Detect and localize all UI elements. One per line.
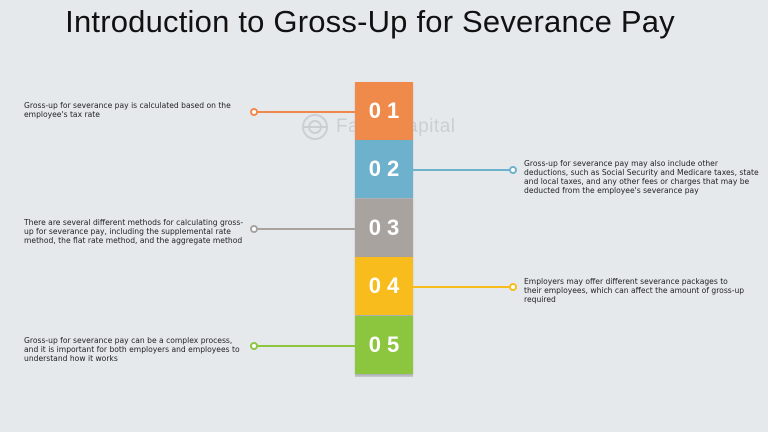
step-2-connector (413, 169, 513, 171)
step-3-block: 03 (355, 199, 413, 260)
step-5-text: Gross-up for severance pay can be a comp… (24, 336, 240, 363)
logo-icon (302, 114, 328, 140)
step-4-connector (413, 286, 513, 288)
page-title: Introduction to Gross-Up for Severance P… (65, 4, 675, 39)
step-4-text: Employers may offer different severance … (524, 277, 745, 304)
step-1-block: 01 (355, 82, 413, 143)
step-3-text: There are several different methods for … (24, 218, 244, 245)
step-3-connector (256, 228, 355, 230)
step-4-dot (509, 283, 517, 291)
step-5-connector (256, 345, 355, 347)
step-2-dot (509, 166, 517, 174)
step-2-block: 02 (355, 140, 413, 201)
step-3-dot (250, 225, 258, 233)
step-1-dot (250, 108, 258, 116)
step-2-text: Gross-up for severance pay may also incl… (524, 159, 759, 195)
step-4-block: 04 (355, 257, 413, 318)
step-5-block: 05 (355, 316, 413, 377)
step-5-dot (250, 342, 258, 350)
step-1-text: Gross-up for severance pay is calculated… (24, 101, 231, 119)
step-1-connector (256, 111, 355, 113)
